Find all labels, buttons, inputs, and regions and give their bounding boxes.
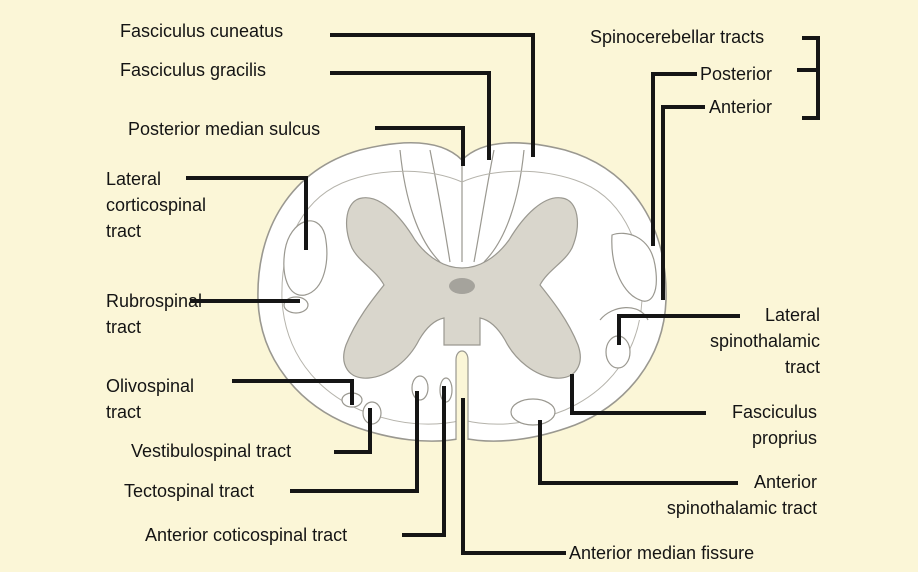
leader-fasciculus-cuneatus	[330, 35, 533, 157]
label-fasciculus-cuneatus: Fasciculus cuneatus	[120, 18, 283, 44]
label-fasciculus-gracilis: Fasciculus gracilis	[120, 57, 266, 83]
leader-posterior-spinocerebellar	[653, 74, 697, 246]
label-lateral-corticospinal-tract: Lateral corticospinal tract	[106, 166, 206, 244]
leader-anterior-spinocerebellar	[663, 107, 705, 300]
label-anterior-spinothalamic-tract: Anterior spinothalamic tract	[620, 469, 817, 521]
central-canal	[449, 278, 475, 294]
label-anterior-median-fissure: Anterior median fissure	[569, 540, 754, 566]
label-vestibulospinal-tract: Vestibulospinal tract	[131, 438, 291, 464]
label-rubrospinal-tract: Rubrospinal tract	[106, 288, 202, 340]
label-anterior: Anterior	[709, 94, 772, 120]
bracket-spinocerebellar	[802, 38, 818, 118]
label-anterior-corticospinal-tract: Anterior coticospinal tract	[145, 522, 347, 548]
label-olivospinal-tract: Olivospinal tract	[106, 373, 194, 425]
label-lateral-spinothalamic-tract: Lateral spinothalamic tract	[660, 302, 820, 380]
label-posterior-median-sulcus: Posterior median sulcus	[128, 116, 320, 142]
label-posterior: Posterior	[700, 61, 772, 87]
label-tectospinal-tract: Tectospinal tract	[124, 478, 254, 504]
label-spinocerebellar-tracts: Spinocerebellar tracts	[590, 24, 764, 50]
label-fasciculus-proprius: Fasciculus proprius	[660, 399, 817, 451]
